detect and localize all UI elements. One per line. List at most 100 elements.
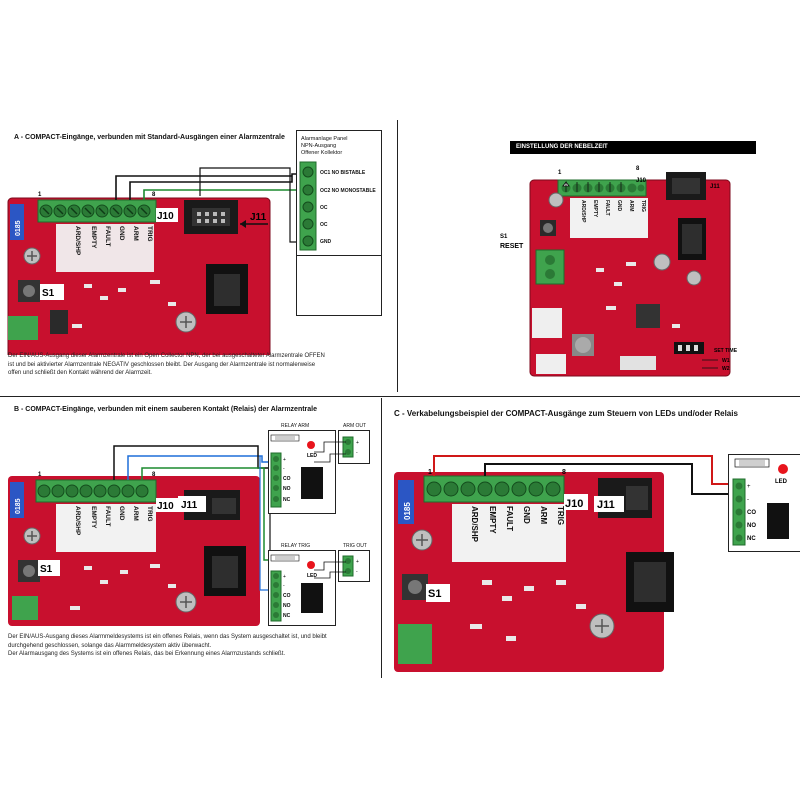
pin-label-arm: ARM [539,506,548,525]
fogtime-w1: W1 [722,358,730,364]
pin-label-arm: ARM [132,506,139,521]
pin-label-fault: FAULT [104,226,111,246]
led-indicator [307,561,315,569]
panel-terminal-gnd: GND [320,239,332,245]
fogtime-s1: S1 [500,234,508,240]
chip-label: 0185 [403,502,412,520]
pin-1-label: 1 [38,192,42,198]
relay-module-c: LED +- CO NO NC [728,454,800,552]
fogtime-diagram: 1 8 ARD/SHP EMPTY FAULT GND ARM TRIG J10… [500,166,738,377]
s1-label: S1 [428,588,441,600]
trig-out-box: TRIG OUT + - [338,543,370,582]
pin-label-fault: FAULT [505,506,514,531]
pin-1-label: 1 [38,472,42,478]
pin-label-ard: ARD/SHP [74,506,81,536]
relay-arm-no: NO [283,486,291,492]
svg-text:-: - [747,497,749,503]
pin-label-trig: TRIG [146,226,153,242]
pin-label-gnd: GND [522,506,531,524]
alarm-panel-box: Alarmanlage Panel NPN-Ausgang Offener Ko… [296,130,382,316]
divider-horizontal [0,396,800,397]
wire-blue [127,455,276,480]
section-b-description: Der EIN/AUS-Ausgang dieses Alarmmeldesys… [8,634,327,657]
pin-label-empty: EMPTY [488,506,497,534]
svg-text:+: + [747,484,751,490]
fogtime-j10: J10 [636,178,647,184]
fogtime-reset: RESET [500,243,524,250]
relay-trig-nc: NC [283,613,291,619]
relay-trig-no: NO [283,603,291,609]
section-c-heading: C - Verkabelungsbeispiel der COMPACT-Aus… [394,409,738,418]
fogtime-pin-fault: FAULT [604,200,610,216]
pin-1-label: 1 [428,469,432,476]
j11-label: J11 [250,212,267,223]
pin-label-trig: TRIG [556,506,565,525]
pin-label-empty: EMPTY [90,226,97,249]
j10-label: J10 [565,498,583,510]
relay-arm-title: RELAY ARM [281,423,310,429]
pin-label-ard: ARD/SHP [470,506,479,543]
wire-black [129,173,306,200]
wire-black [113,445,276,480]
section-a-heading: A - COMPACT-Eingänge, verbunden mit Stan… [14,134,285,141]
section-b-diagram: 0185 1 8 ARD/SHP EMPTY FAULT GND ARM TRI… [8,445,276,626]
wire-red [433,455,734,485]
pin-label-empty: EMPTY [90,506,97,529]
relay-c-co: CO [747,510,756,516]
wire-ground [199,167,306,243]
led-label: LED [307,453,317,459]
svg-text:-: - [356,450,358,456]
pin-label-arm: ARM [132,226,139,241]
arm-out-title: ARM OUT [343,423,367,429]
led-indicator [778,464,788,474]
trig-out-title: TRIG OUT [343,543,367,549]
j11-label: J11 [597,499,615,511]
pin-label-gnd: GND [118,226,125,241]
j10-label: J10 [157,211,174,222]
pin-8-label: 8 [562,469,566,476]
panel-title-line-2: NPN-Ausgang [301,143,337,149]
divider-vertical-bottom [381,398,382,678]
led-label: LED [307,573,317,579]
relay-trig-co: CO [283,593,291,599]
fogtime-pin-arm: ARM [628,200,634,211]
svg-text:-: - [356,569,358,575]
led-indicator [307,441,315,449]
pin-label-ard: ARD/SHP [74,226,81,256]
svg-text:+: + [283,457,286,463]
relay-arm-co: CO [283,476,291,482]
s1-label: S1 [42,288,55,299]
panel-title-line-1: Alarmanlage Panel [301,136,348,142]
relay-output-wires [314,441,346,579]
section-a-description: Der EIN/AUS-Ausgang dieser Alarmzentrale… [8,353,325,376]
wire-black-arm [115,175,292,200]
arm-out-box: ARM OUT +- [338,423,370,464]
svg-text:-: - [283,583,285,589]
chip-label: 0185 [15,498,22,514]
relay-arm-nc: NC [283,497,291,503]
svg-text:+: + [283,574,286,580]
relay-arm-module: RELAY ARM LED + - CO NO NC [268,423,336,514]
pin-label-fault: FAULT [104,506,111,526]
panel-title-line-3: Offener Kollektor [301,150,343,156]
fogtime-pin-empty: EMPTY [592,200,598,218]
section-a-diagram: 0185 1 8 ARD/SHP EMPTY FAULT GND ARM TRI… [7,167,306,355]
chip-label: 0185 [15,220,22,236]
svg-text:-: - [283,466,285,472]
fogtime-pin-ard: ARD/SHP [580,200,586,223]
section-b-heading: B - COMPACT-Eingänge, verbunden mit eine… [14,406,318,413]
j10-label: J10 [157,501,174,512]
fogtime-pin-8: 8 [636,166,640,172]
relay-trig-module: RELAY TRIG LED +- CO NO NC [268,543,336,626]
svg-text:+: + [356,559,359,565]
section-c-diagram: 0185 1 8 ARD/SHP EMPTY FAULT GND ARM TRI… [394,455,734,672]
panel-terminal-oc1: OC1 NO BISTABLE [320,170,366,176]
fogtime-pin-trig: TRIG [640,200,646,212]
pin-8-label: 8 [152,472,156,478]
alarm-panel-terminals: OC1 NO BISTABLE OC2 NO MONOSTABLE OC OC … [299,161,376,251]
panel-terminal-oc2: OC2 NO MONOSTABLE [320,188,376,194]
relay-c-no: NO [747,523,756,529]
fogtime-pin-1: 1 [558,170,562,176]
fogtime-title: EINSTELLUNG DER NEBELZEIT [510,141,756,154]
wire-black [484,463,734,495]
